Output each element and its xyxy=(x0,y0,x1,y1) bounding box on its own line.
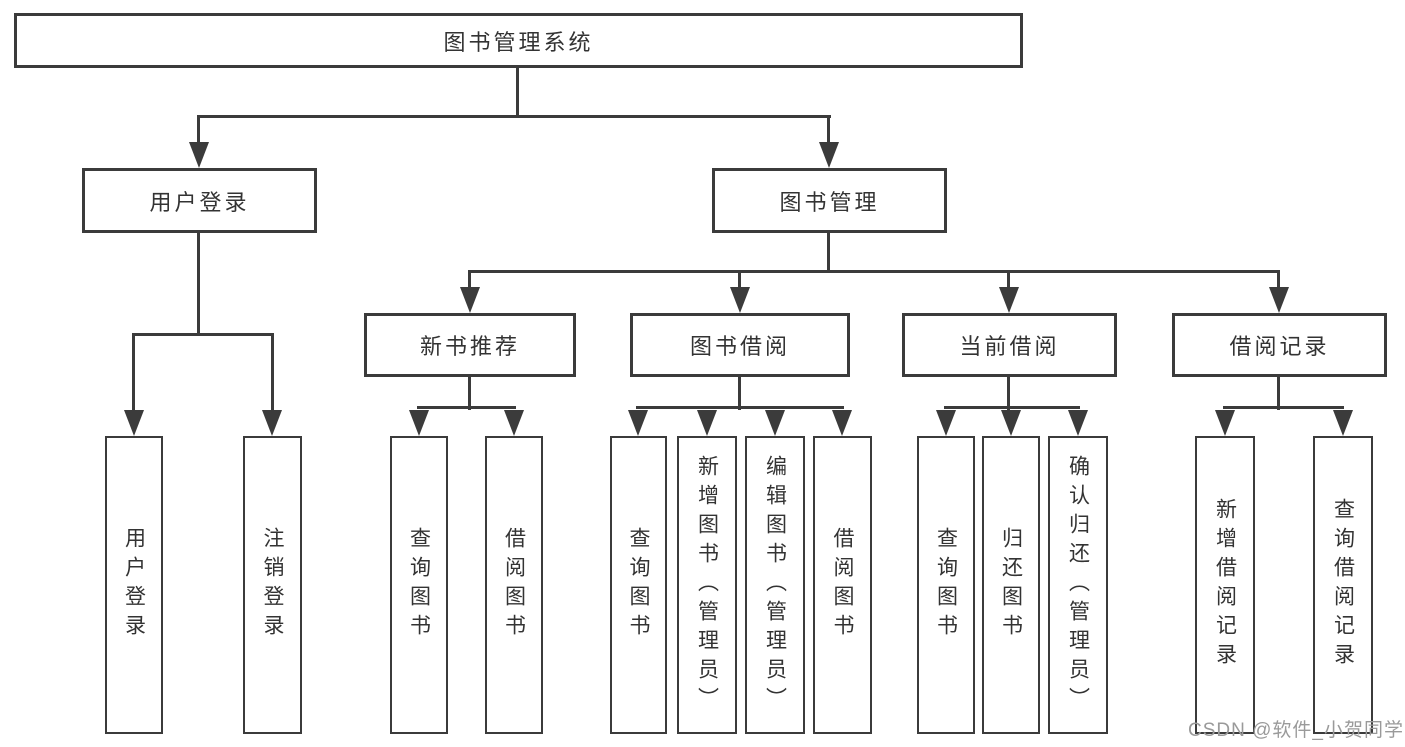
connector-drop-borrowing-records xyxy=(1277,270,1280,289)
node-leaf-add-book-admin: 新增图书（管理员） xyxy=(677,436,737,734)
arrowhead-down-icon xyxy=(697,410,717,436)
node-label: 确认归还（管理员） xyxy=(1066,454,1090,716)
arrowhead-down-icon xyxy=(1215,410,1235,436)
node-label: 新增图书（管理员） xyxy=(695,454,719,716)
node-label: 新增借阅记录 xyxy=(1213,498,1237,672)
node-label: 图书借阅 xyxy=(689,334,790,359)
node-label: 编辑图书（管理员） xyxy=(763,454,787,716)
arrowhead-down-icon xyxy=(999,287,1019,313)
arrowhead-down-icon xyxy=(189,142,209,168)
node-label: 查询图书 xyxy=(627,527,650,643)
node-borrowing-records: 借阅记录 xyxy=(1172,313,1387,377)
connector-user-login-bar xyxy=(132,333,274,336)
connector-borrowing-records-bar xyxy=(1223,406,1344,409)
arrowhead-down-icon xyxy=(1333,410,1353,436)
connector-book-borrowing-stem xyxy=(738,377,741,410)
node-leaf-user-login: 用户登录 xyxy=(105,436,163,734)
arrowhead-down-icon xyxy=(409,410,429,436)
node-label: 查询图书 xyxy=(407,527,431,643)
node-label: 借阅图书 xyxy=(831,527,854,643)
node-leaf-add-borrow-record: 新增借阅记录 xyxy=(1195,436,1255,734)
node-leaf-borrow-books: 借阅图书 xyxy=(813,436,872,734)
connector-drop-book-borrowing xyxy=(738,270,741,289)
node-new-book-recommendation: 新书推荐 xyxy=(364,313,576,377)
connector-level1-bar xyxy=(197,115,831,118)
node-library-management-system: 图书管理系统 xyxy=(14,13,1023,68)
arrowhead-down-icon xyxy=(1001,410,1021,436)
node-label: 新书推荐 xyxy=(419,334,520,359)
node-leaf-return-books: 归还图书 xyxy=(982,436,1040,734)
node-user-login: 用户登录 xyxy=(82,168,317,233)
node-leaf-borrow-books-recommend: 借阅图书 xyxy=(485,436,543,734)
arrowhead-down-icon xyxy=(832,410,852,436)
node-label: 图书管理系统 xyxy=(443,29,594,55)
connector-drop-current-borrowing xyxy=(1007,270,1010,289)
arrowhead-down-icon xyxy=(628,410,648,436)
connector-level2-bar xyxy=(468,270,1280,273)
arrowhead-down-icon xyxy=(262,410,282,436)
arrowhead-down-icon xyxy=(1068,410,1088,436)
connector-user-login-stem xyxy=(197,233,200,335)
node-label: 用户登录 xyxy=(149,189,250,215)
node-label: 注销登录 xyxy=(261,527,284,643)
arrowhead-down-icon xyxy=(124,410,144,436)
connector-drop-user-login xyxy=(197,115,200,145)
node-leaf-confirm-return-admin: 确认归还（管理员） xyxy=(1048,436,1108,734)
node-leaf-query-books-borrowing: 查询图书 xyxy=(610,436,667,734)
connector-new-book-stem xyxy=(468,377,471,410)
node-label: 查询图书 xyxy=(934,527,958,643)
connector-new-book-bar xyxy=(417,406,516,409)
arrowhead-down-icon xyxy=(819,142,839,168)
node-leaf-query-books-recommend: 查询图书 xyxy=(390,436,448,734)
arrowhead-down-icon xyxy=(730,287,750,313)
node-book-management: 图书管理 xyxy=(712,168,947,233)
node-label: 借阅图书 xyxy=(502,527,526,643)
arrowhead-down-icon xyxy=(1269,287,1289,313)
arrowhead-down-icon xyxy=(765,410,785,436)
node-label: 图书管理 xyxy=(779,189,880,215)
node-leaf-logout: 注销登录 xyxy=(243,436,302,734)
connector-drop-logout-leaf xyxy=(271,333,274,412)
node-label: 查询借阅记录 xyxy=(1331,498,1355,672)
connector-drop-book-management xyxy=(827,115,830,145)
connector-current-borrowing-bar xyxy=(944,406,1080,409)
node-current-borrowing: 当前借阅 xyxy=(902,313,1117,377)
arrowhead-down-icon xyxy=(504,410,524,436)
connector-root-stem xyxy=(516,68,519,117)
connector-book-borrowing-bar xyxy=(636,406,844,409)
connector-drop-user-login-leaf xyxy=(132,333,135,412)
node-label: 借阅记录 xyxy=(1229,334,1330,359)
node-label: 归还图书 xyxy=(999,527,1023,643)
node-leaf-edit-book-admin: 编辑图书（管理员） xyxy=(745,436,805,734)
node-book-borrowing: 图书借阅 xyxy=(630,313,850,377)
connector-book-management-stem xyxy=(827,233,830,272)
node-label: 用户登录 xyxy=(122,527,146,643)
node-leaf-query-books-current: 查询图书 xyxy=(917,436,975,734)
arrowhead-down-icon xyxy=(460,287,480,313)
connector-current-borrowing-stem xyxy=(1007,377,1010,410)
connector-drop-new-book xyxy=(468,270,471,289)
watermark: CSDN @软件_小贺同学 xyxy=(1188,720,1404,741)
arrowhead-down-icon xyxy=(936,410,956,436)
node-label: 当前借阅 xyxy=(959,334,1060,359)
connector-borrowing-records-stem xyxy=(1277,377,1280,410)
node-leaf-query-borrow-record: 查询借阅记录 xyxy=(1313,436,1373,734)
